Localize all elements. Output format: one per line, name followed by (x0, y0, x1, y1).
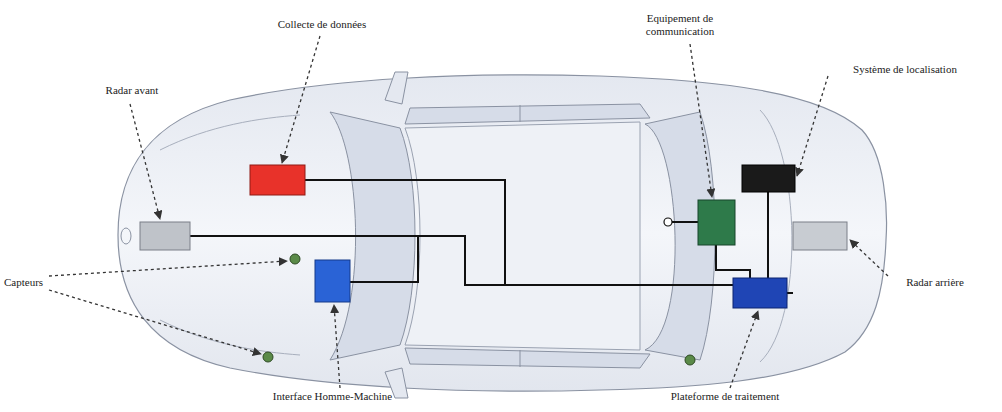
module-label: Plateforme de traitement (630, 390, 820, 403)
sensor-label: Capteurs (4, 276, 52, 289)
module-label: Equipement de communication (625, 12, 735, 38)
module-label: Système de localisation (830, 63, 980, 76)
module-label: Interface Homme-Machine (245, 390, 420, 403)
module-label: Radar avant (92, 84, 172, 97)
module-label: Radar arrière (890, 276, 980, 289)
module-label: Collecte de données (262, 18, 382, 31)
